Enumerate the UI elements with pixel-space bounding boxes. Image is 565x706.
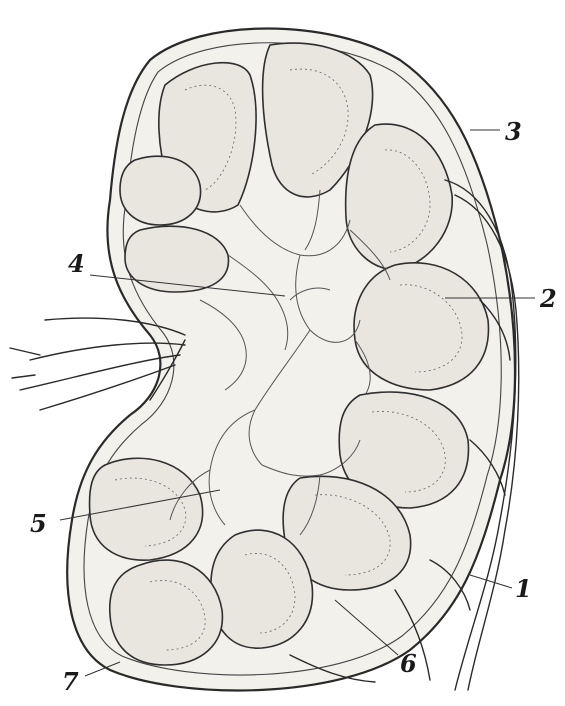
lobule (110, 560, 223, 665)
label-5: 5 (30, 509, 47, 538)
lobule (120, 156, 201, 225)
label-2: 2 (539, 284, 557, 313)
label-1: 1 (515, 574, 532, 603)
label-7: 7 (62, 667, 79, 696)
lobule (125, 226, 228, 292)
label-6: 6 (400, 649, 417, 678)
label-3: 3 (505, 117, 522, 146)
label-4: 4 (68, 249, 85, 278)
